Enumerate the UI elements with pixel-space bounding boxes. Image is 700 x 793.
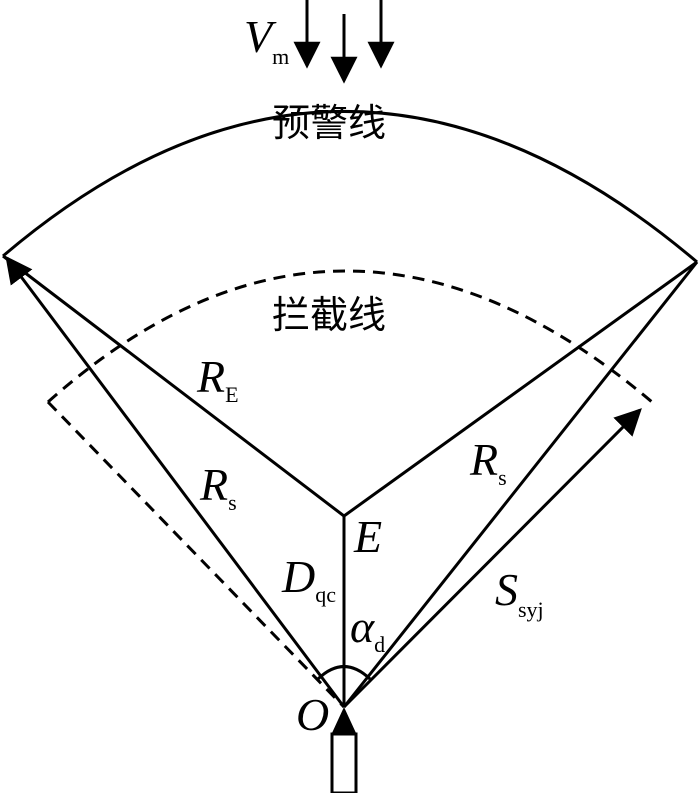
launcher-nose <box>332 707 356 733</box>
launcher-body <box>330 732 358 793</box>
re-line <box>2 254 345 518</box>
rs-right-line <box>342 261 699 708</box>
intercept-line-label: 拦截线 <box>272 293 386 337</box>
rs-left-line <box>5 255 346 708</box>
velocity-label: Vm <box>244 11 289 69</box>
warning-line-arc <box>2 110 698 264</box>
rs-right-label: Rs <box>469 434 507 490</box>
rs-left-label: Rs <box>199 459 237 515</box>
intercept-boundary-left <box>46 400 346 709</box>
dqc-label: Dqc <box>281 551 336 607</box>
alpha-label: αd <box>350 601 385 657</box>
ssyj-label: Ssyj <box>495 564 544 622</box>
re-label: RE <box>196 351 239 407</box>
point-e-label: E <box>353 511 382 562</box>
e-right-line <box>343 260 698 518</box>
point-o-label: O <box>296 689 329 740</box>
intercept-line-arc <box>47 269 653 404</box>
warning-line-label: 预警线 <box>272 101 386 145</box>
alpha-angle-arc <box>316 665 372 681</box>
ssyj-arrow <box>342 408 642 709</box>
